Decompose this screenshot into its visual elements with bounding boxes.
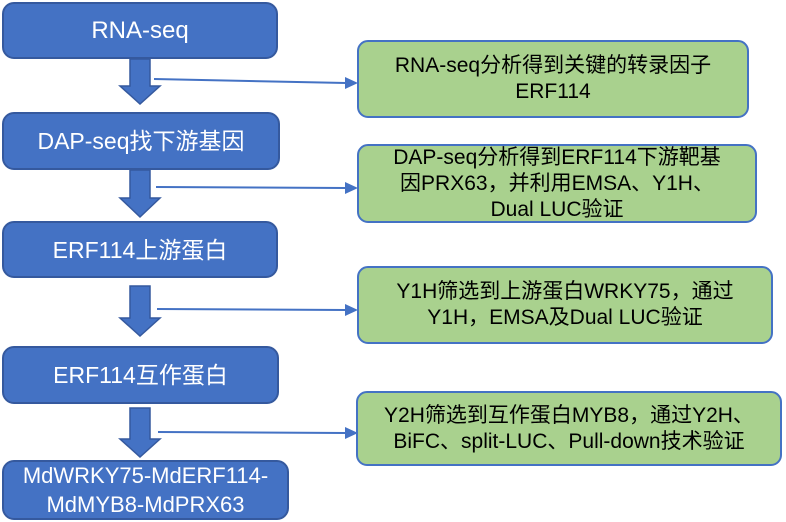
annotation-rna-seq: RNA-seq分析得到关键的转录因子 ERF114: [357, 40, 749, 118]
down-arrow-4: [118, 407, 162, 459]
annotation-dap-seq: DAP-seq分析得到ERF114下游靶基 因PRX63，并利用EMSA、Y1H…: [357, 144, 757, 223]
annotation-line: BiFC、split-LUC、Pull-down技术验证: [393, 429, 745, 453]
down-arrow-3: [118, 285, 162, 338]
annotation-y2h: Y2H筛选到互作蛋白MYB8，通过Y2H、 BiFC、split-LUC、Pul…: [356, 391, 782, 466]
flow-step-label-line: MdWRKY75-MdERF114-: [22, 463, 269, 488]
annotation-line: ERF114: [515, 80, 591, 103]
annotation-y1h: Y1H筛选到上游蛋白WRKY75，通过 Y1H，EMSA及Dual LUC验证: [357, 266, 773, 344]
flow-step-erf114-upstream: ERF114上游蛋白: [2, 221, 278, 278]
connector-line-1: [153, 78, 347, 84]
flow-step-label: ERF114上游蛋白: [52, 236, 228, 263]
down-arrow-2: [118, 169, 162, 219]
flow-step-erf114-interacting: ERF114互作蛋白: [2, 346, 279, 404]
flow-step-dap-seq: DAP-seq找下游基因: [2, 112, 280, 170]
flow-step-label-line: MdMYB8-MdPRX63: [46, 492, 245, 517]
annotation-line: Dual LUC验证: [490, 197, 624, 221]
annotation-line: 因PRX63，并利用EMSA、Y1H、: [400, 171, 714, 195]
flow-step-label: RNA-seq: [91, 16, 189, 44]
flow-step-label: DAP-seq找下游基因: [37, 128, 245, 154]
connector-line-2: [155, 186, 347, 189]
flow-step-module: MdWRKY75-MdERF114- MdMYB8-MdPRX63: [2, 460, 289, 520]
down-arrow-1: [118, 58, 162, 106]
connector-line-4: [157, 431, 347, 434]
annotation-line: Y1H，EMSA及Dual LUC验证: [427, 306, 703, 329]
connector-line-3: [156, 308, 347, 311]
flow-step-label: ERF114互作蛋白: [53, 362, 228, 388]
flow-step-rna-seq: RNA-seq: [2, 2, 278, 59]
annotation-line: DAP-seq分析得到ERF114下游靶基: [393, 145, 721, 169]
annotation-line: Y2H筛选到互作蛋白MYB8，通过Y2H、: [384, 403, 754, 427]
annotation-line: RNA-seq分析得到关键的转录因子: [394, 54, 712, 77]
annotation-line: Y1H筛选到上游蛋白WRKY75，通过: [396, 280, 734, 303]
